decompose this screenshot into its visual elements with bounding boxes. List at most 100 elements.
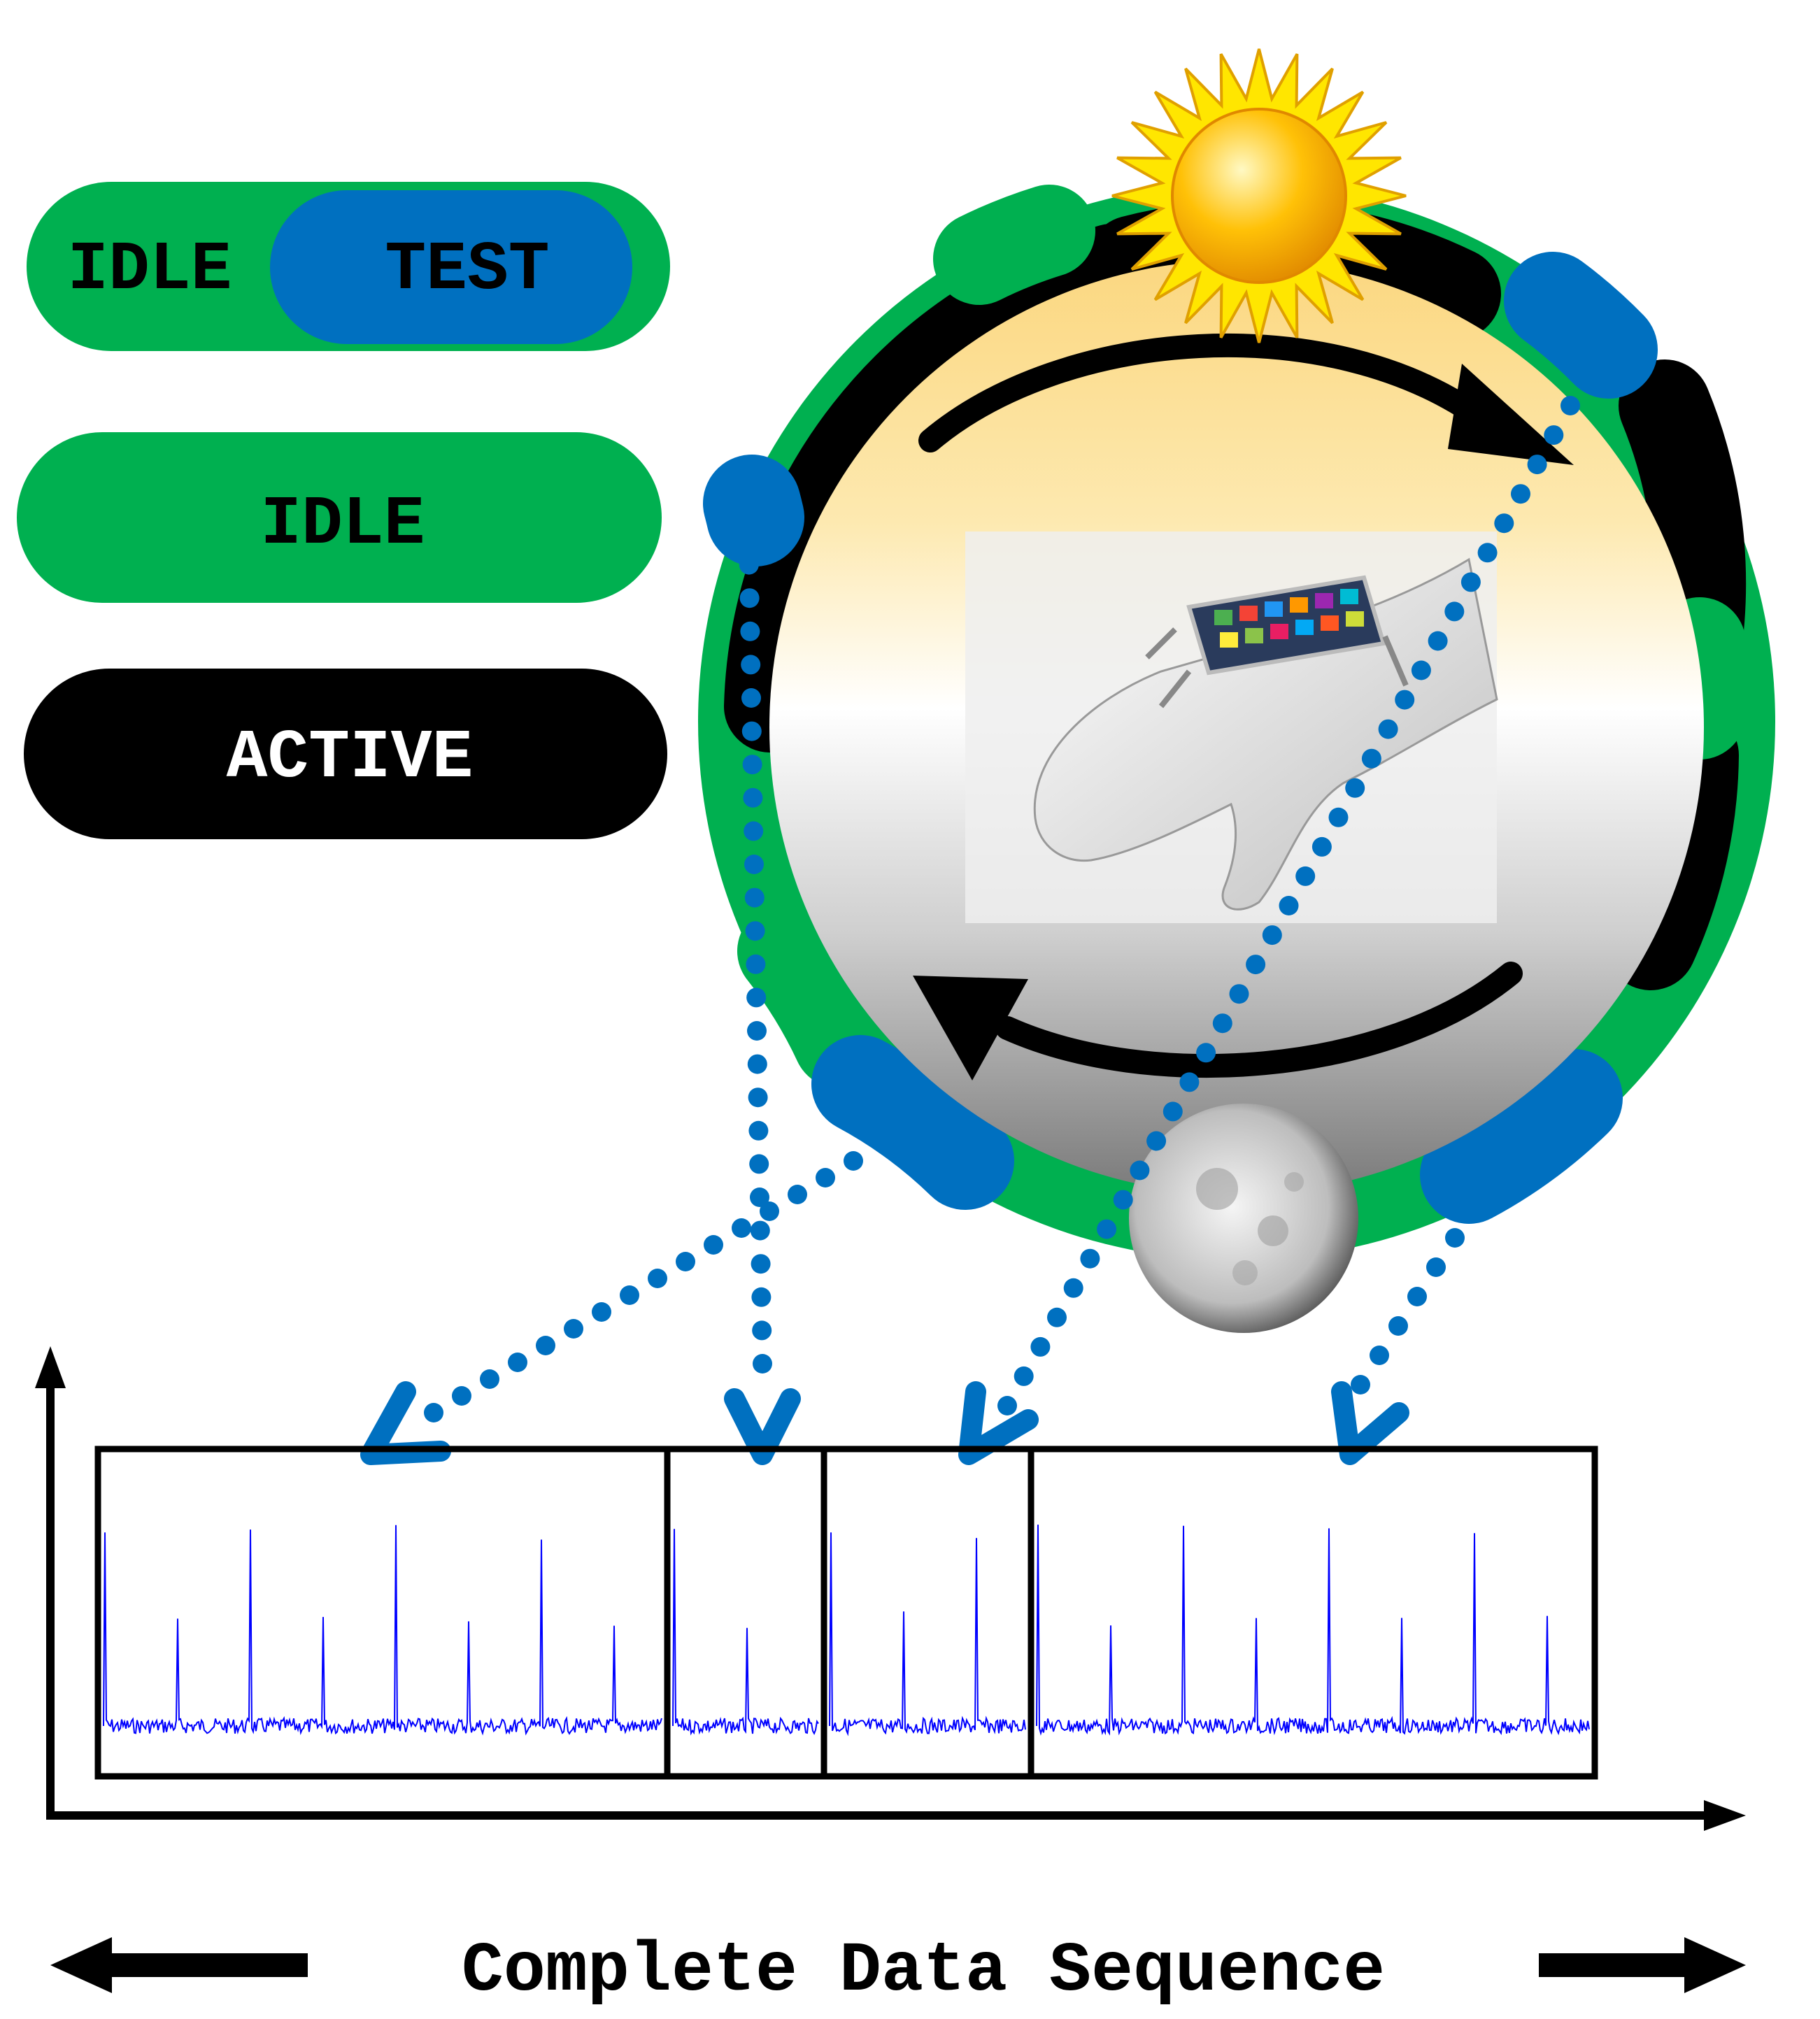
active-label: ACTIVE: [227, 720, 474, 797]
mapping-dot: [1179, 1072, 1200, 1092]
mapping-dot: [750, 1187, 769, 1207]
mapping-dot: [1246, 955, 1266, 975]
mapping-dot: [1407, 1287, 1427, 1306]
mapping-dot: [741, 688, 761, 708]
top-cycle-arrowhead: [1448, 364, 1574, 465]
wrist-wearable-illustration: [965, 531, 1498, 923]
mapping-dot: [1494, 513, 1514, 534]
idle-label: IDLE: [260, 486, 425, 564]
idle-test-left-label: IDLE: [67, 231, 232, 309]
complete-data-sequence-caption: Complete Data Sequence: [50, 1932, 1746, 2011]
active-pill: [24, 669, 667, 839]
mapping-dot: [742, 755, 762, 775]
mapping-dot: [1146, 1131, 1167, 1151]
test-ring-segments: [703, 252, 1658, 1224]
signal-trace-4: [1036, 1525, 1590, 1736]
mapping-dot: [1378, 719, 1398, 739]
legend-idle-pill: IDLE: [17, 432, 662, 603]
mapping-dot: [745, 921, 765, 941]
idle-arc-lower-left: [737, 905, 886, 1088]
mapping-dot: [751, 1254, 771, 1274]
mapping-dot: [1527, 455, 1547, 475]
mapping-dot: [744, 855, 764, 874]
mapping-dot: [1426, 1257, 1446, 1277]
mapping-dot: [1295, 866, 1316, 886]
top-cycle-arrow-shaft: [918, 333, 1495, 452]
mapping-dot: [1196, 1043, 1216, 1063]
mapping-dot: [1063, 1278, 1083, 1298]
mapping-dot: [1370, 1346, 1389, 1365]
bottom-cycle-arrow-shaft: [995, 962, 1523, 1078]
sun-disc: [1171, 108, 1347, 284]
mapping-dot: [1428, 631, 1448, 651]
mapping-dot: [1047, 1307, 1067, 1327]
mapping-dot: [1229, 984, 1249, 1004]
mapping-dot: [748, 1087, 768, 1108]
bottom-cycle-arrowhead: [913, 976, 1028, 1080]
legend-active-pill: ACTIVE: [24, 669, 667, 839]
mapping-dot: [620, 1285, 639, 1305]
idle-arc-top: [933, 185, 1095, 305]
mapping-dot: [747, 1054, 767, 1074]
mapping-dot: [740, 621, 760, 641]
legend-idle-test-pill: IDLE TEST: [27, 182, 670, 351]
mapping-dot: [1351, 1375, 1370, 1394]
mapping-dot: [739, 555, 759, 575]
mapping-dot: [741, 721, 762, 741]
mapping-dot: [1014, 1366, 1034, 1386]
active-arc-left: [724, 224, 1158, 752]
mapping-dot: [748, 1120, 769, 1141]
mapping-dot: [1544, 425, 1564, 445]
mapping-dot: [1262, 925, 1282, 946]
mapping-dot: [1080, 1248, 1100, 1269]
legend: IDLE TEST IDLE ACTIVE: [17, 182, 670, 839]
mapping-dot: [1212, 1013, 1232, 1034]
mapping-arrowhead-1: [360, 1381, 451, 1465]
mapping-dot: [1113, 1190, 1133, 1210]
mapping-dot: [676, 1252, 695, 1271]
signal-trace-1: [103, 1525, 662, 1736]
mapping-dot: [1411, 660, 1431, 680]
mapping-dot: [536, 1336, 555, 1355]
segment-box-4: [1028, 1446, 1598, 1780]
mapping-arrowhead-2: [724, 1388, 801, 1465]
mapping-dot: [704, 1235, 723, 1255]
moon-disc: [1129, 1104, 1358, 1333]
mapping-dot: [452, 1386, 471, 1406]
mapping-dot: [1445, 1228, 1465, 1248]
mapping-dot: [744, 821, 764, 841]
test-arc-bottom-right: [1420, 1049, 1623, 1224]
mapping-dot: [1163, 1101, 1183, 1122]
mapping-dots: [424, 396, 1580, 1422]
mapping-dot: [1311, 836, 1332, 857]
signal-trace-2: [672, 1529, 819, 1736]
clockwise-arrows: [913, 333, 1574, 1080]
mapping-dot: [760, 1201, 779, 1221]
mapping-dot: [1279, 896, 1299, 915]
mapping-dot: [743, 787, 763, 808]
mapping-dot: [1097, 1219, 1117, 1239]
caption-right-arrowhead: [1684, 1937, 1746, 1993]
mapping-arrowhead-4: [1331, 1381, 1409, 1465]
mapping-dot: [732, 1218, 751, 1238]
y-axis-arrowhead: [35, 1346, 66, 1388]
mapping-dot: [747, 1021, 767, 1041]
mapping-dot: [746, 954, 766, 974]
caption-label: Complete Data Sequence: [462, 1932, 1385, 2011]
mapping-dot: [1560, 396, 1580, 415]
mapping-dot: [1395, 690, 1415, 710]
mapping-dot: [1130, 1160, 1150, 1180]
mapping-dot: [592, 1302, 611, 1322]
mapping-dot: [788, 1185, 807, 1204]
segment-mapping-arrows: [360, 396, 1580, 1465]
mapping-dot: [739, 588, 760, 608]
mapping-dot: [508, 1353, 527, 1372]
mapping-dot: [746, 987, 767, 1008]
test-pill-segment: [270, 190, 632, 344]
mapping-dot: [1444, 601, 1465, 622]
caption-left-arrowhead: [50, 1937, 112, 1993]
mapping-dot: [480, 1369, 499, 1389]
mapping-dot: [751, 1287, 772, 1307]
mapping-dot: [564, 1319, 583, 1339]
